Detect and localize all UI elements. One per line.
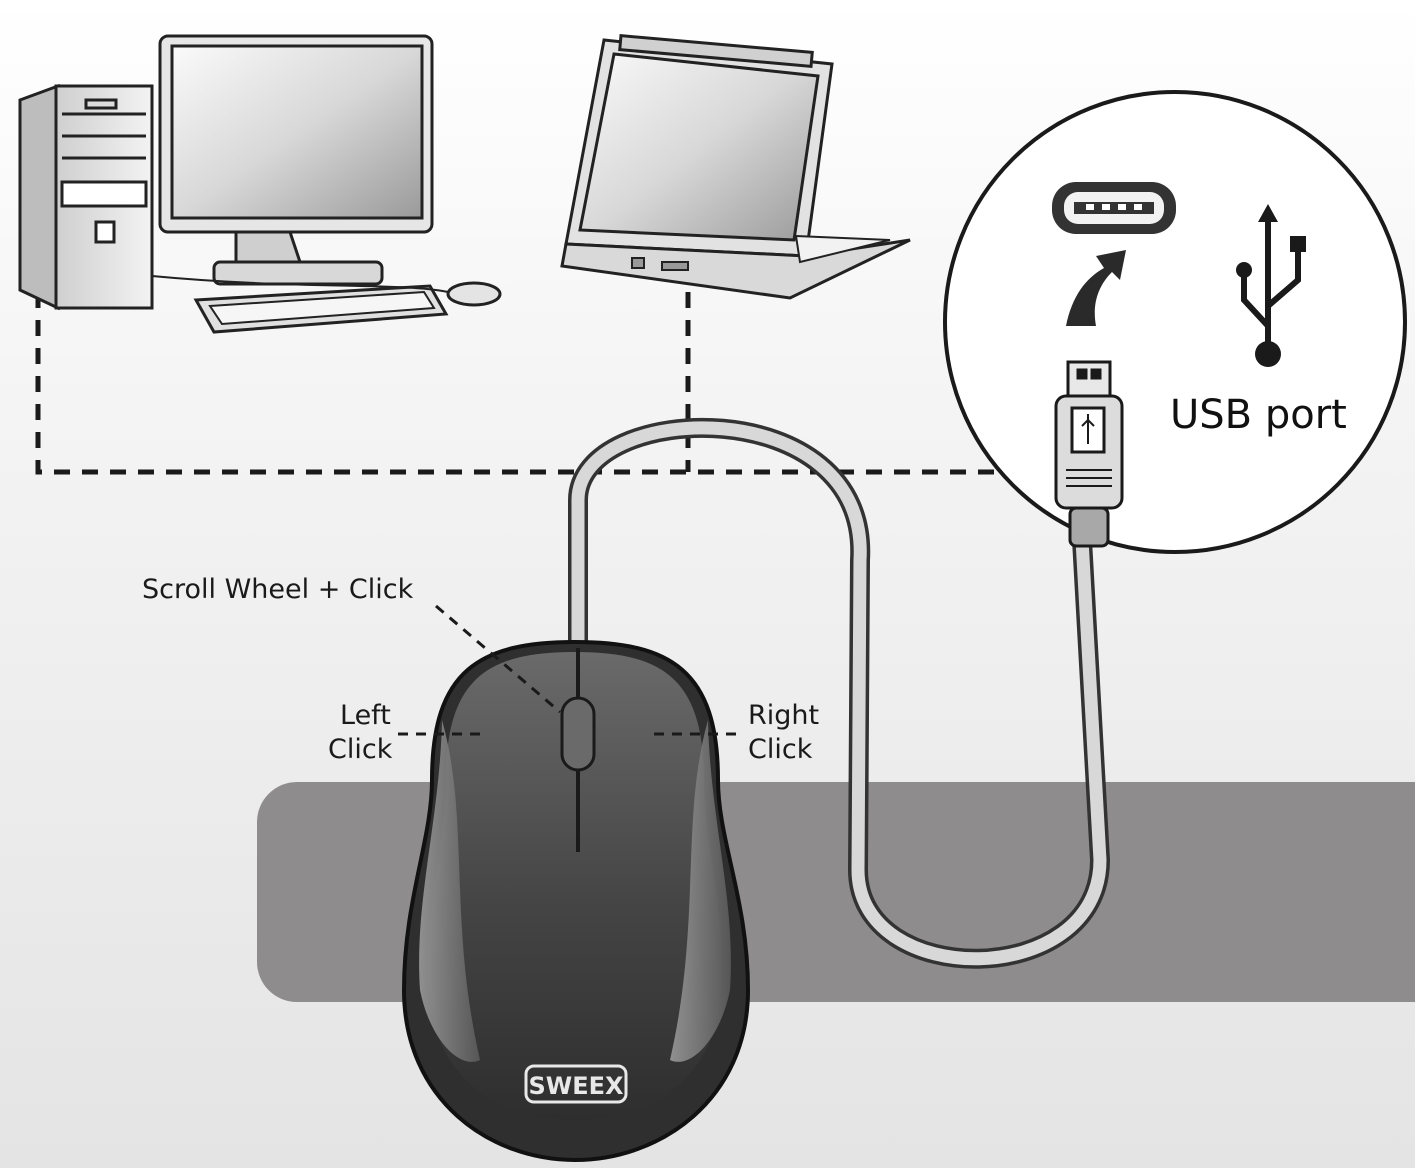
- mouse-icon: [401, 639, 751, 1163]
- scroll-wheel-label: Scroll Wheel + Click: [142, 574, 414, 605]
- usb-port-callout: [943, 90, 1407, 554]
- callout-lines: [398, 604, 744, 736]
- laptop-icon: [560, 34, 911, 300]
- desktop-computer-icon: [18, 34, 502, 334]
- usb-plug-icon: [1054, 360, 1124, 548]
- left-click-label-line1: Left: [340, 700, 391, 731]
- left-click-label-line2: Click: [328, 734, 393, 765]
- usb-socket-icon: [1052, 182, 1176, 234]
- svg-text:SWEEX: SWEEX: [528, 1072, 624, 1100]
- connection-lines: [35, 292, 1000, 475]
- sweex-logo: SWEEX: [524, 1064, 628, 1104]
- scroll-wheel: [560, 696, 596, 772]
- right-click-label-line2: Click: [748, 734, 813, 765]
- curved-arrow-icon: [1066, 250, 1126, 326]
- right-click-label-line1: Right: [748, 700, 819, 731]
- usb-trident-icon: [1236, 204, 1306, 367]
- usb-port-label: USB port: [1170, 392, 1347, 438]
- mouse-cable: [568, 417, 1111, 969]
